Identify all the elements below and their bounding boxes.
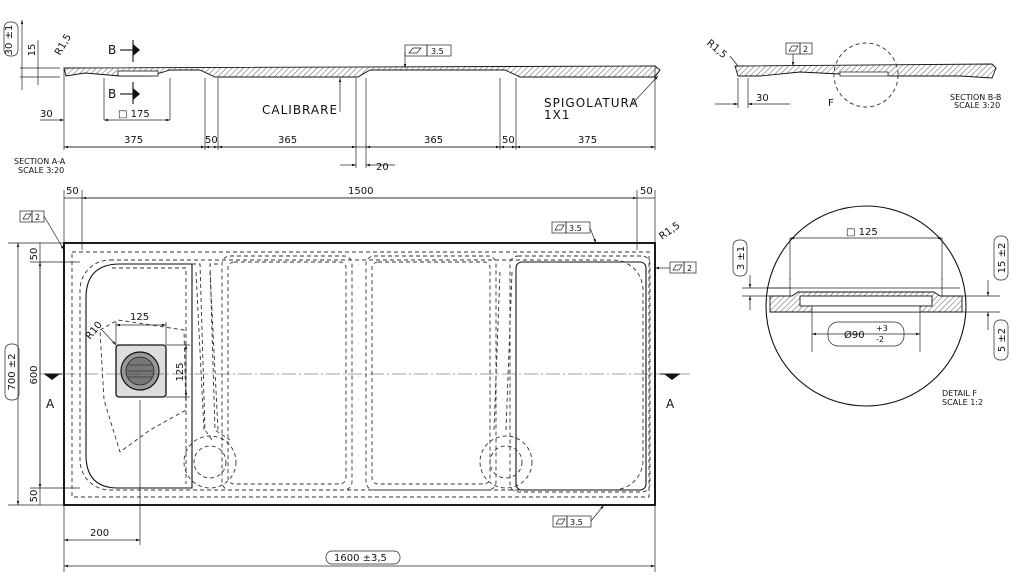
aa-title: SECTION A-A — [14, 157, 66, 166]
bb-flatness-value: 2 — [803, 45, 808, 54]
bb-detail-ref: F — [828, 98, 834, 109]
plan-flatness-tr: 3.5 — [569, 224, 582, 233]
bb-title: SECTION B-B — [950, 93, 1001, 102]
plan-top-dim-1: 50 — [66, 186, 79, 197]
bb-offset: 30 — [756, 93, 769, 104]
plan-drain-radius: R10 — [84, 320, 105, 342]
aa-chamfer-note-2: 1X1 — [544, 108, 571, 122]
plan-drain-size-v: 125 — [175, 362, 186, 381]
aa-chamfer-note-1: SPIGOLATURA — [544, 96, 639, 110]
aa-span-2: 50 — [205, 135, 218, 146]
aa-thickness-label: 30 ±1 — [4, 25, 15, 56]
detail-hole-tol-minus: -2 — [876, 335, 884, 344]
plan-cut-label-left: A — [46, 397, 55, 411]
section-aa: 30 ±1 15 R1,5 B B 3.5 30 □ 175 CALIBRARE… — [3, 20, 661, 175]
section-bb: F R1,5 2 30 SECTION B-B SCALE 3:20 — [704, 38, 1001, 110]
bb-scale: SCALE 3:20 — [954, 101, 1000, 110]
detail-scale: SCALE 1:2 — [942, 398, 983, 407]
detail-right-dim-top: 15 ±2 — [997, 243, 1008, 274]
detail-right-dim-bottom: 5 ±2 — [997, 328, 1008, 352]
plan-view: A A 50 1500 50 2 3.5 R1,5 2 3.5 — [4, 186, 697, 572]
detail-left-dim: 3 ±1 — [736, 246, 747, 270]
plan-corner-radius: R1,5 — [657, 220, 682, 242]
plan-left-dim-1: 50 — [29, 248, 40, 261]
aa-span-1: 375 — [124, 135, 143, 146]
detail-hole-dia: Ø90 — [844, 329, 865, 341]
aa-span-5: 50 — [502, 135, 515, 146]
aa-edge-label: 15 — [27, 44, 38, 57]
plan-left-dim-3: 50 — [29, 490, 40, 503]
aa-scale: SCALE 3:20 — [18, 166, 64, 175]
aa-cut-mark-top: B — [108, 43, 117, 57]
aa-span-4: 365 — [424, 135, 443, 146]
plan-overall-length: 1600 ±3,5 — [334, 553, 387, 564]
aa-gap: 20 — [376, 162, 389, 173]
detail-hole-tol-plus: +3 — [876, 324, 888, 333]
plan-cut-label-right: A — [666, 397, 675, 411]
plan-top-dim-2: 1500 — [348, 186, 373, 197]
aa-span-6: 375 — [578, 135, 597, 146]
aa-span-3: 365 — [278, 135, 297, 146]
plan-top-dim-3: 50 — [640, 186, 653, 197]
aa-drain-offset: 30 — [40, 109, 53, 120]
detail-title: DETAIL F — [942, 389, 977, 398]
plan-flatness-bottom: 3.5 — [570, 518, 583, 527]
detail-f: □ 125 Ø90 +3 -2 3 ±1 15 ±2 5 ±2 DETAIL F… — [732, 205, 1009, 407]
plan-overall-width: 700 ±2 — [7, 353, 18, 390]
plan-flatness-top: 2 — [35, 213, 40, 222]
detail-top-size: □ 125 — [846, 227, 878, 238]
plan-flatness-right: 2 — [687, 264, 692, 273]
plan-drain-offset: 200 — [90, 528, 109, 539]
bb-radius-label: R1,5 — [704, 38, 729, 61]
plan-drain-size-h: 125 — [130, 312, 149, 323]
aa-calibrate-note: CALIBRARE — [262, 103, 338, 117]
aa-flatness-value: 3.5 — [431, 47, 444, 56]
aa-radius-label: R1,5 — [53, 32, 74, 57]
plan-left-dim-2: 600 — [29, 365, 40, 384]
aa-drain-dia: □ 175 — [118, 109, 150, 120]
aa-cut-mark-bottom: B — [108, 87, 117, 101]
